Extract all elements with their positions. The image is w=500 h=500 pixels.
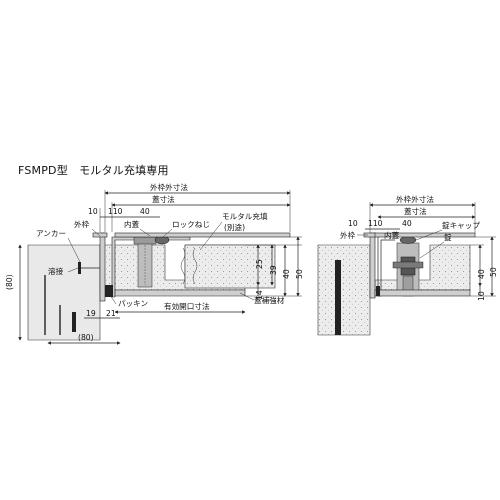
right-label-lock-cap: 錠キャップ (442, 220, 480, 230)
right-label-lock: 錠 (444, 232, 452, 242)
lock-screw-head (133, 236, 157, 245)
label-reinforcement: 蓋補強材 (254, 295, 285, 305)
label-effective-opening: 有効開口寸法 (164, 301, 210, 311)
dim-21: 21 (106, 309, 116, 318)
left-concrete (27, 244, 101, 341)
dim-14: 14 (255, 290, 264, 300)
anchor-weld (78, 262, 81, 274)
outer-frame-wall (99, 232, 106, 302)
right-label-inner-cover: 内蓋 (384, 230, 400, 240)
right-dim-40: 40 (402, 219, 412, 228)
label-weld: 溶接 (48, 266, 64, 276)
dim-outer-frame-label: 外枠外寸法 (150, 182, 188, 192)
dim-40-vert: 40 (282, 269, 291, 279)
dim-19: 19 (86, 309, 96, 318)
dim-80-horiz: (80) (78, 333, 94, 342)
dim-25: 25 (255, 259, 264, 269)
dim-50: 50 (295, 269, 304, 279)
right-dim-10-vert: 10 (477, 291, 486, 301)
right-bracket (335, 260, 341, 335)
right-label-outer-frame: 外枠 (340, 230, 356, 240)
label-lock-screw: ロックねじ (172, 220, 210, 229)
right-dim-110: 110 (368, 219, 383, 228)
dim-10: 10 (88, 207, 98, 216)
label-separate: (別途) (224, 222, 245, 232)
left-section: 外枠外寸法 蓋寸法 10 110 40 外枠 内蓋 ロックねじ モルタル充填 (… (5, 182, 304, 345)
right-concrete (317, 244, 371, 336)
dim-110: 110 (108, 207, 123, 216)
right-dim-outer-frame: 外枠外寸法 (396, 194, 434, 204)
dim-80-vert: (80) (5, 274, 14, 290)
drawing-title: FSMPD型 モルタル充填専用 (18, 164, 169, 177)
right-mortar-area (184, 244, 276, 289)
cover-top-plate (114, 232, 291, 238)
right-section: 外枠外寸法 蓋寸法 10 110 40 外枠 内蓋 錠キャップ 錠 40 10 … (317, 194, 498, 336)
right-cover-plate (374, 232, 476, 238)
dim-cover-label: 蓋寸法 (152, 194, 175, 204)
dim-39: 39 (269, 265, 278, 275)
right-dim-40-vert: 40 (477, 269, 486, 279)
lock-cap (399, 236, 417, 244)
label-anchor: アンカー (36, 229, 66, 238)
outer-frame-flange (92, 232, 108, 238)
label-inner-cover: 内蓋 (124, 219, 140, 229)
cover-reinforcement (114, 289, 246, 297)
dim-40: 40 (140, 207, 150, 216)
label-packing: パッキン (118, 299, 148, 308)
right-outer-frame-wall (369, 232, 376, 299)
label-outer-frame: 外枠 (74, 219, 90, 229)
right-dim-cover: 蓋寸法 (404, 206, 427, 216)
label-mortar-fill: モルタル充填 (222, 211, 268, 221)
right-dim-50: 50 (489, 267, 498, 277)
right-dim-10: 10 (348, 219, 358, 228)
